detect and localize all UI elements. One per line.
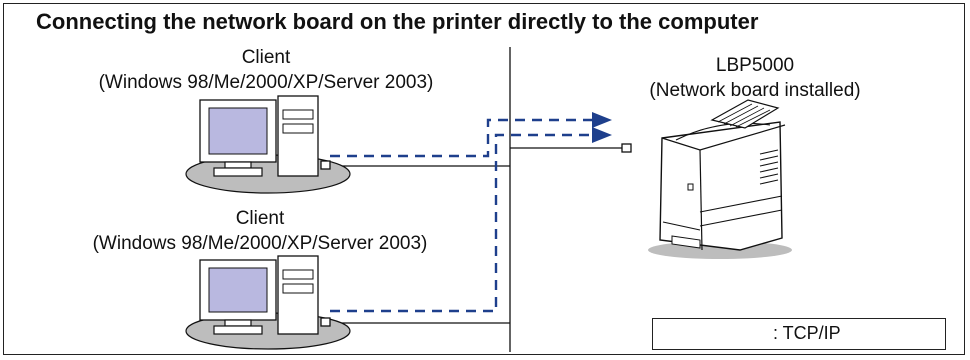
tcpip-route-client2 [330,127,612,313]
printer-connector [621,143,632,153]
legend: : TCP/IP [652,318,946,350]
client2-label: Client [235,208,285,229]
printer-icon [648,99,792,259]
diagram-frame [3,3,965,355]
client1-computer-icon [185,95,351,194]
diagram-title: Connecting the network board on the prin… [36,9,759,34]
legend-label: : TCP/IP [773,323,841,343]
client1-os-label: (Windows 98/Me/2000/XP/Server 2003) [98,72,434,93]
printer-board-label: (Network board installed) [649,80,861,101]
client2-computer-icon [185,255,351,350]
client2-os-label: (Windows 98/Me/2000/XP/Server 2003) [92,233,428,254]
printer-label: LBP5000 [715,55,795,76]
client1-label: Client [241,47,291,68]
tcpip-route-client1 [330,112,612,158]
